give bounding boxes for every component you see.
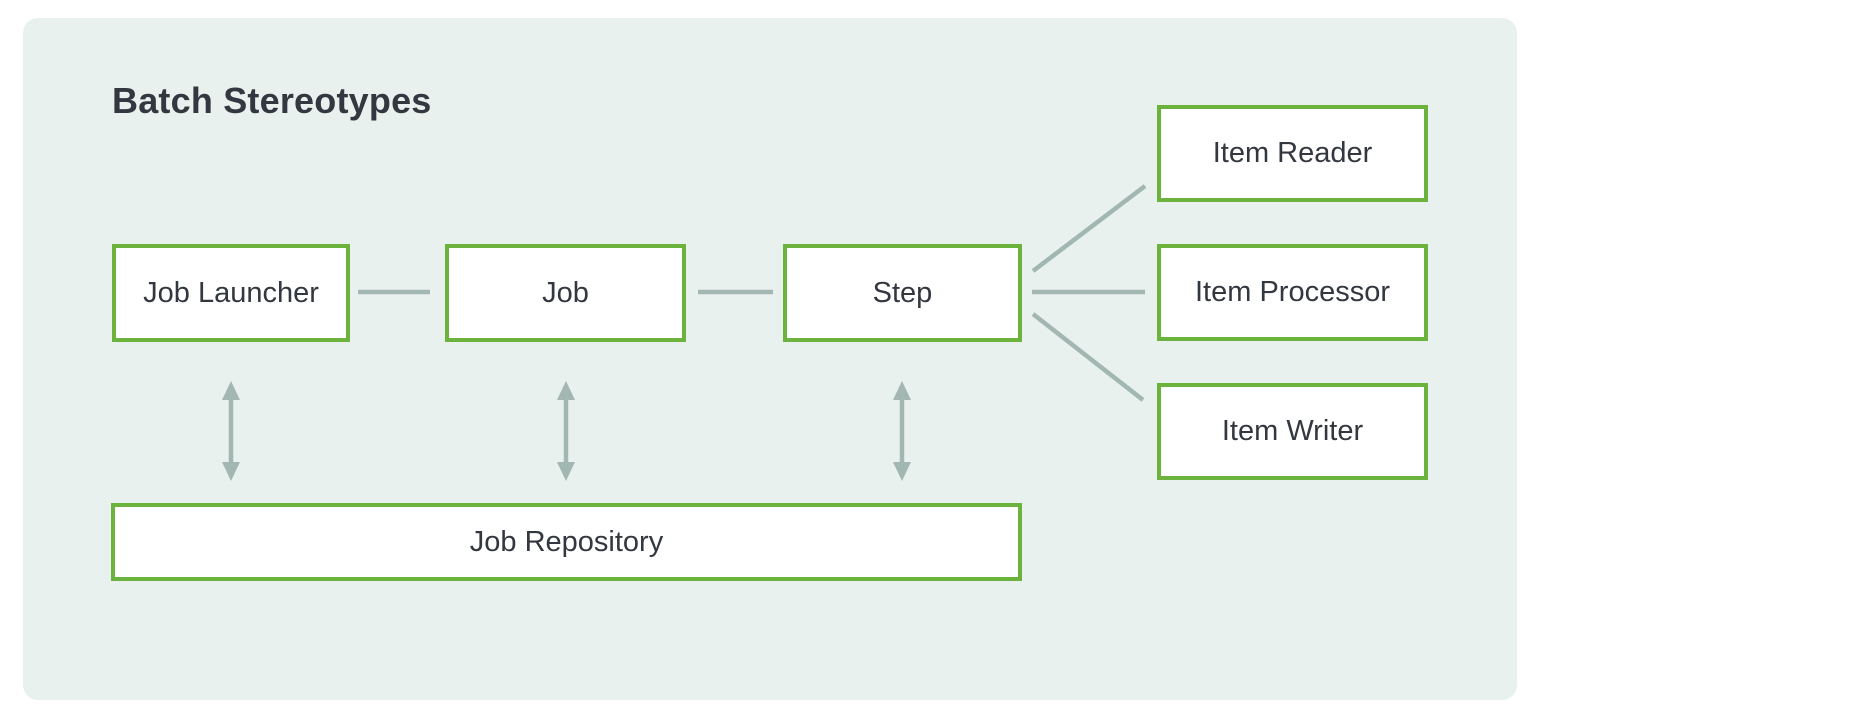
node-job-launcher-label: Job Launcher <box>143 276 319 309</box>
node-job-launcher: Job Launcher <box>112 244 350 342</box>
node-item-processor: Item Processor <box>1157 244 1428 341</box>
node-item-writer: Item Writer <box>1157 383 1428 480</box>
node-job: Job <box>445 244 686 342</box>
node-job-repository-label: Job Repository <box>469 525 664 558</box>
node-step: Step <box>783 244 1022 342</box>
node-item-reader-label: Item Reader <box>1212 137 1373 169</box>
node-item-processor-label: Item Processor <box>1195 276 1390 308</box>
node-step-label: Step <box>872 276 933 309</box>
node-job-label: Job <box>542 276 589 309</box>
node-job-repository: Job Repository <box>111 503 1022 581</box>
node-item-reader: Item Reader <box>1157 105 1428 202</box>
diagram-title: Batch Stereotypes <box>112 80 432 121</box>
node-item-writer-label: Item Writer <box>1221 415 1364 447</box>
